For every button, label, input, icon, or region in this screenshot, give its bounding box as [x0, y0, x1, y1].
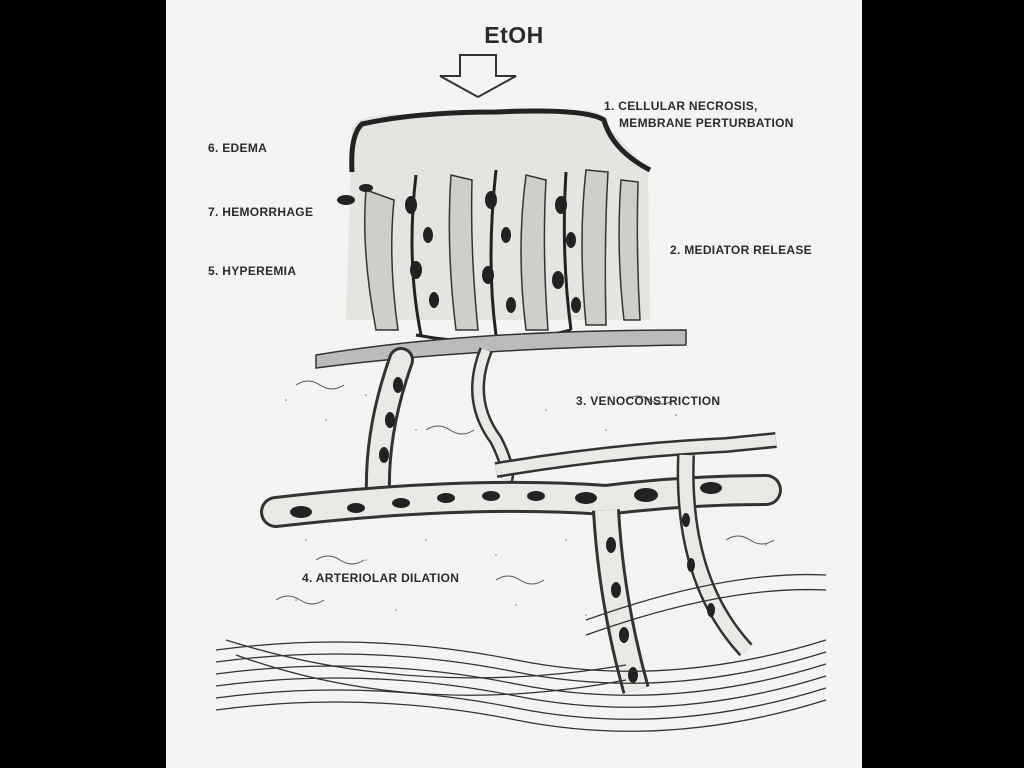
diagram-panel: EtOH 1. CELLULAR NECROSIS, MEMBRANE PERT… — [166, 0, 862, 768]
tissue-illustration — [215, 54, 827, 732]
label-hyperemia: 5. HYPEREMIA — [208, 264, 297, 278]
label-cellular-necrosis: 1. CELLULAR NECROSIS, MEMBRANE PERTURBAT… — [604, 98, 794, 132]
label-hemorrhage: 7. HEMORRHAGE — [208, 205, 314, 219]
label-venoconstriction: 3. VENOCONSTRICTION — [576, 394, 721, 408]
label-mediator-release: 2. MEDIATOR RELEASE — [670, 243, 812, 257]
label-step1-line2: MEMBRANE PERTURBATION — [619, 116, 794, 130]
muscle-layer — [215, 573, 827, 732]
label-edema: 6. EDEMA — [208, 141, 268, 155]
label-step1-line1: 1. CELLULAR NECROSIS, — [604, 99, 758, 113]
agent-title: EtOH — [484, 22, 544, 48]
down-arrow-icon — [439, 54, 517, 99]
label-arteriolar-dilation: 4. ARTERIOLAR DILATION — [302, 571, 460, 585]
